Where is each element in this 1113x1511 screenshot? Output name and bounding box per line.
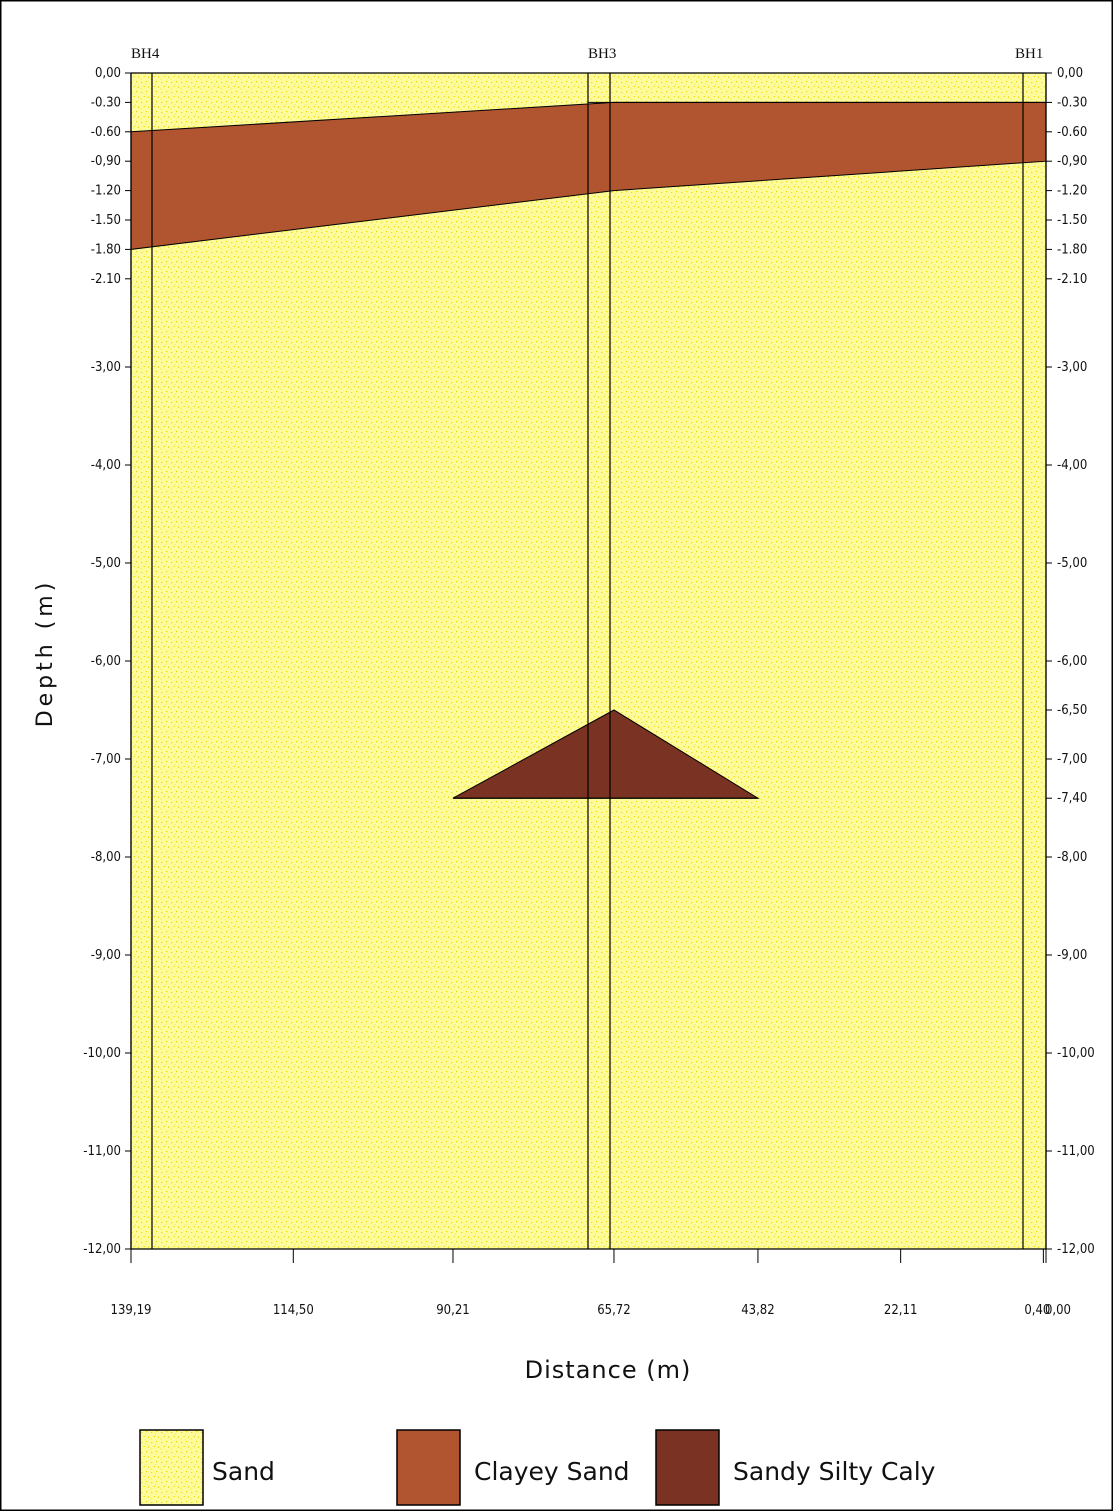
legend-label-clayey-sand: Clayey Sand: [474, 1457, 630, 1486]
x-tick-label: 114,50: [273, 1303, 314, 1318]
x-tick-label: 43,82: [741, 1303, 774, 1318]
y-tick-label-right: -1.20: [1057, 184, 1087, 199]
y-tick-label-right: -2.10: [1057, 272, 1087, 287]
y-tick-label-left: 0,00: [95, 66, 121, 81]
y-tick-label-left: -10,00: [83, 1046, 121, 1061]
y-tick-label-left: -8,00: [91, 850, 121, 865]
x-tick-label: 139,19: [111, 1303, 152, 1318]
x-axis-title: Distance (m): [525, 1356, 692, 1384]
y-axis-title: Depth (m): [33, 579, 58, 728]
y-tick-label-left: -4,00: [91, 458, 121, 473]
y-tick-label-right: -6,50: [1057, 703, 1087, 718]
y-tick-label-left: -5,00: [91, 556, 121, 571]
y-tick-label-right: -1.50: [1057, 213, 1087, 228]
legend-label-sand: Sand: [212, 1457, 275, 1486]
y-tick-label-left: -9,00: [91, 948, 121, 963]
x-tick-label: 90,21: [436, 1303, 469, 1318]
y-tick-label-right: -4,00: [1057, 458, 1087, 473]
y-tick-label-right: -6,00: [1057, 654, 1087, 669]
y-tick-label-left: -1.50: [91, 213, 121, 228]
y-tick-label-right: 0,00: [1057, 66, 1083, 81]
legend-swatch-sand: [139, 1429, 204, 1506]
y-tick-label-right: -0,90: [1057, 154, 1087, 169]
y-tick-label-right: -0.30: [1057, 95, 1087, 110]
borehole-label-bh1: BH1: [1015, 46, 1043, 62]
borehole-label-bh4: BH4: [131, 46, 160, 62]
y-tick-label-left: -0.30: [91, 95, 121, 110]
y-tick-label-right: -5,00: [1057, 556, 1087, 571]
y-tick-label-left: -11,00: [83, 1144, 121, 1159]
legend-swatch-sandy-silty-caly: [655, 1429, 720, 1506]
y-tick-label-right: -11,00: [1057, 1144, 1095, 1159]
y-tick-label-right: -3,00: [1057, 360, 1087, 375]
legend-swatch-clayey-sand: [396, 1429, 461, 1506]
legend: Sand Clayey Sand Sandy Silty Caly: [139, 1429, 936, 1506]
y-tick-label-left: -7,00: [91, 752, 121, 767]
x-tick-label: 22,11: [884, 1303, 917, 1318]
x-tick-label: 65,72: [597, 1303, 630, 1318]
x-tick-label: 0,40: [1024, 1303, 1050, 1318]
y-tick-label-right: -10,00: [1057, 1046, 1095, 1061]
y-tick-label-right: -8,00: [1057, 850, 1087, 865]
y-tick-label-left: -0.60: [91, 125, 121, 140]
legend-label-sandy-silty-caly: Sandy Silty Caly: [733, 1457, 936, 1486]
y-tick-label-right: -1.80: [1057, 242, 1087, 257]
y-tick-label-right: -7,00: [1057, 752, 1087, 767]
y-tick-label-right: -0.60: [1057, 125, 1087, 140]
y-tick-label-left: -2.10: [91, 272, 121, 287]
y-tick-label-left: -6,00: [91, 654, 121, 669]
y-tick-label-left: -1.80: [91, 242, 121, 257]
y-tick-label-left: -0,90: [91, 154, 121, 169]
x-tick-label: 0,00: [1045, 1303, 1071, 1318]
y-tick-label-left: -1.20: [91, 184, 121, 199]
y-tick-label-left: -3,00: [91, 360, 121, 375]
axes-group: 0,00 -0.30 -0.60 -0,90 -1.20 -1.50 -1.80 -2.10 -…: [83, 66, 1094, 1318]
y-tick-label-right: -7,40: [1057, 791, 1087, 806]
y-tick-label-right: -12,00: [1057, 1242, 1095, 1257]
borehole-label-bh3: BH3: [588, 46, 616, 62]
y-tick-label-right: -9,00: [1057, 948, 1087, 963]
y-tick-label-left: -12,00: [83, 1242, 121, 1257]
